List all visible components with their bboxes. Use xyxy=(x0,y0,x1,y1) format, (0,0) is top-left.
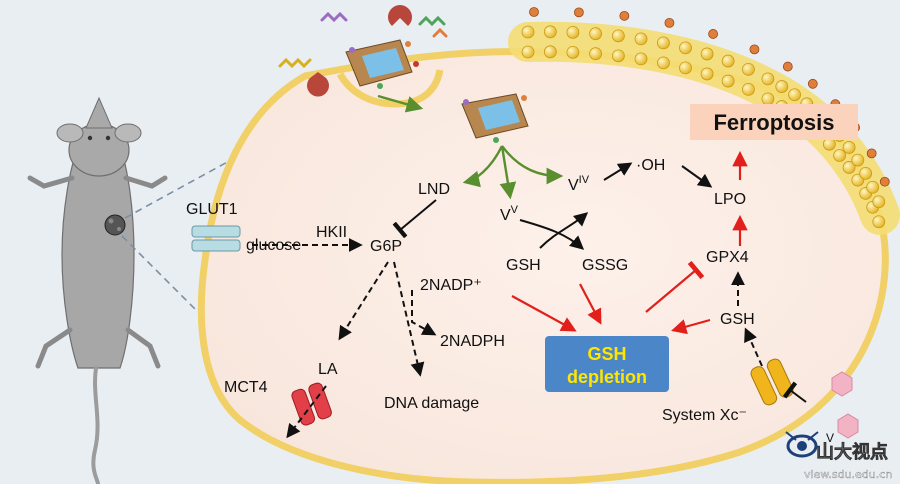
lipid-bead xyxy=(851,153,865,167)
label-g6p: G6P xyxy=(370,238,402,255)
watermark-url: view.sdu.edu.cn xyxy=(804,468,892,481)
lipid-bead xyxy=(543,25,557,39)
receptor-pacman-icons xyxy=(307,5,413,97)
lipid-bead xyxy=(657,36,670,50)
mct4-transporter-icon xyxy=(291,382,332,426)
lipid-bead xyxy=(742,62,755,76)
label-glucose: glucose xyxy=(246,237,301,254)
label-v4: VIV xyxy=(568,174,590,194)
arrows-red xyxy=(511,150,748,335)
lipid-bead xyxy=(842,161,856,174)
label-la: LA xyxy=(318,361,338,378)
label-lpo: LPO xyxy=(714,191,746,208)
arrows-green xyxy=(377,94,564,200)
endocytosis-membrane-fold xyxy=(336,69,444,108)
lipid-bead xyxy=(657,56,670,70)
lipid-bead xyxy=(700,47,714,61)
label-v5: VV xyxy=(500,204,519,224)
lipid-peroxide-marker xyxy=(708,29,719,39)
lipid-bead xyxy=(742,82,755,96)
label-v-small: V xyxy=(826,431,834,445)
lipid-bead xyxy=(859,166,873,180)
lipid-bead xyxy=(788,88,801,102)
label-gpx4: GPX4 xyxy=(706,249,749,266)
arrows-black xyxy=(252,162,807,439)
hexagon-molecules xyxy=(831,371,859,439)
lipid-bead xyxy=(761,92,775,106)
lipid-bead xyxy=(634,32,648,46)
mouse-illustration xyxy=(27,96,168,484)
lipid-peroxide-marker xyxy=(866,148,877,159)
gsh-depletion-line1: GSH xyxy=(587,344,626,364)
lipid-bead xyxy=(679,41,692,55)
label-gsh-center: GSH xyxy=(506,257,541,274)
lipid-bead xyxy=(589,47,603,61)
ferroptosis-label: Ferroptosis xyxy=(713,110,834,135)
lipid-bead xyxy=(611,29,625,43)
label-system-xc: System Xc⁻ xyxy=(662,407,747,424)
lipid-peroxide-marker xyxy=(619,10,630,21)
label-hkii: HKII xyxy=(316,224,347,241)
watermark-logo-icon xyxy=(785,431,819,458)
lipid-bead xyxy=(611,49,625,63)
label-lnd: LND xyxy=(418,181,450,198)
glut1-transporter-icon xyxy=(191,225,241,252)
lipid-peroxide-marker xyxy=(573,7,584,18)
gsh-depletion-line2: depletion xyxy=(567,367,647,387)
watermark-brand: 山大视点 xyxy=(816,441,888,463)
lipid-bead xyxy=(634,52,648,66)
tumor-icon xyxy=(104,214,126,236)
lipid-bead xyxy=(721,54,735,68)
lipid-bead xyxy=(679,61,692,75)
lipid-peroxide-marker xyxy=(782,61,793,72)
lipid-bead xyxy=(842,141,856,154)
label-gsh-right: GSH xyxy=(720,311,755,328)
peptide-chain-decorations xyxy=(278,11,448,69)
label-nadph: 2NADPH xyxy=(440,333,505,350)
lipid-bead xyxy=(566,25,580,39)
lipid-bead xyxy=(589,27,603,41)
lipid-peroxide-marker xyxy=(664,17,675,28)
label-gssg: GSSG xyxy=(582,257,628,274)
ferroptosis-label-box xyxy=(690,104,858,140)
lipid-bead xyxy=(866,180,880,194)
label-mct4: MCT4 xyxy=(224,379,268,396)
nanoparticle-inside xyxy=(461,93,529,143)
lipid-bead xyxy=(700,67,714,81)
nanoparticle-outside xyxy=(345,39,419,89)
lipid-bead xyxy=(872,195,886,209)
watermark: 山大视点 view.sdu.edu.cn xyxy=(785,431,892,481)
lipid-bead xyxy=(521,45,535,59)
lipid-peroxide-marker xyxy=(807,78,818,89)
lipid-peroxide-marker xyxy=(749,44,760,55)
label-nadp: 2NADP⁺ xyxy=(420,277,482,294)
lipid-bead xyxy=(721,74,735,88)
gsh-depletion-box xyxy=(545,336,669,392)
label-dna-damage: DNA damage xyxy=(384,395,479,412)
lipid-peroxide-marker xyxy=(879,176,890,187)
lipid-peroxide-marker xyxy=(529,7,539,17)
lipid-bead xyxy=(833,149,846,162)
lipid-bead xyxy=(566,45,580,59)
lipid-bead xyxy=(521,25,535,39)
lipid-bead xyxy=(543,45,557,59)
lipid-bead xyxy=(761,72,775,86)
label-hydroxyl: ·OH xyxy=(636,157,665,174)
lipid-bead xyxy=(775,80,789,93)
lipid-bead xyxy=(872,215,886,229)
label-glut1: GLUT1 xyxy=(186,201,238,218)
